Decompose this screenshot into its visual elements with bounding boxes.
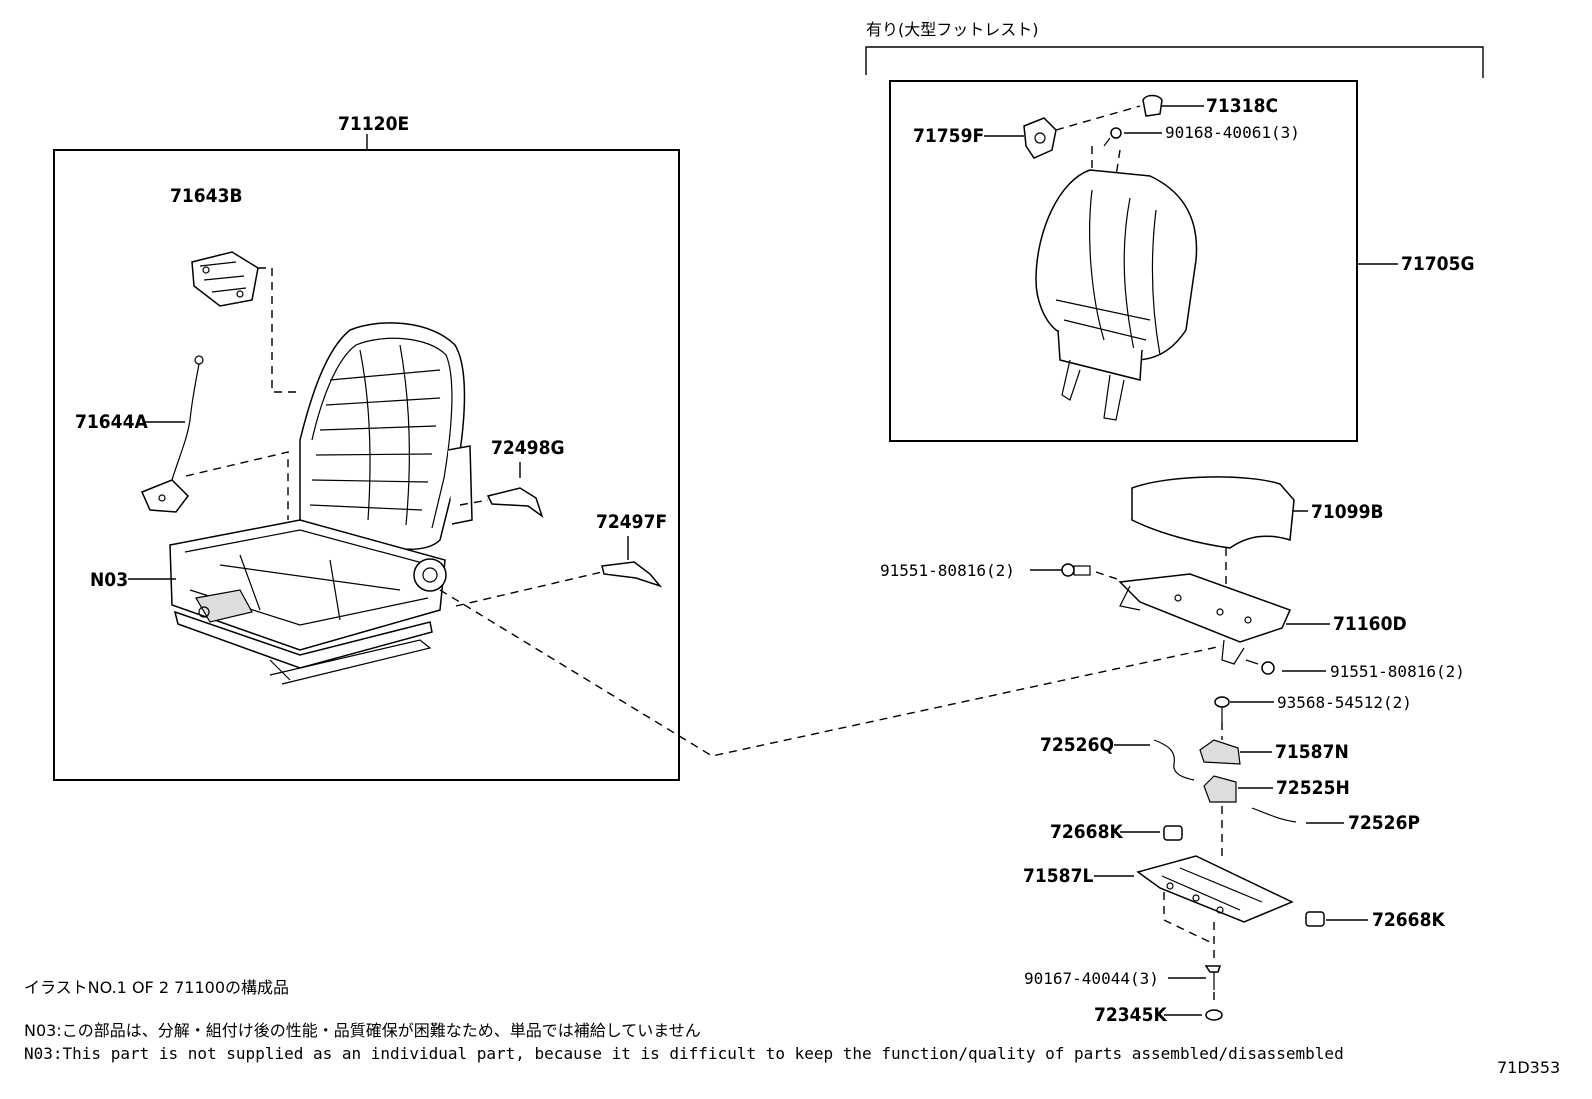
part-90167-screw	[1204, 965, 1222, 990]
part-91551-bolt-left	[1061, 563, 1091, 577]
option-bracket	[865, 46, 1484, 78]
dash-71644A	[185, 451, 289, 520]
label-71120E[interactable]: 71120E	[338, 113, 409, 135]
label-N03[interactable]: N03	[90, 569, 128, 591]
label-72526P[interactable]: 72526P	[1348, 812, 1420, 834]
part-72526Q-cable	[1153, 739, 1195, 781]
n03-note-japanese: N03:この部品は、分解・組付け後の性能・品質確保が困難なため、単品では補給して…	[24, 1021, 701, 1040]
part-71759F-actuator	[1023, 117, 1057, 159]
label-71643B[interactable]: 71643B	[170, 185, 243, 207]
diagram-code: 71D353	[1497, 1058, 1560, 1077]
label-93568-54512[interactable]: 93568-54512(2)	[1277, 693, 1412, 712]
part-72345K-cap	[1205, 1009, 1223, 1021]
dash-71643B	[258, 267, 300, 393]
dash-seat-to-footrest	[439, 589, 1223, 757]
part-72497F-cover	[601, 561, 663, 588]
part-71099B-cushion	[1131, 476, 1295, 549]
part-71644A-cable	[140, 355, 204, 513]
label-71318C[interactable]: 71318C	[1206, 95, 1278, 117]
part-71587L-bracket	[1136, 855, 1294, 923]
label-72525H[interactable]: 72525H	[1276, 777, 1350, 799]
part-72525H-base	[1203, 775, 1237, 803]
label-71644A[interactable]: 71644A	[75, 411, 148, 433]
seat-frame-drawing	[169, 322, 473, 685]
label-71587L[interactable]: 71587L	[1023, 865, 1093, 887]
part-90168-screw	[1103, 127, 1122, 147]
label-71759F[interactable]: 71759F	[913, 125, 984, 147]
illustration-note: イラストNO.1 OF 2 71100の構成品	[24, 978, 289, 997]
n03-note-english: N03:This part is not supplied as an indi…	[24, 1044, 1344, 1063]
part-71643B-bracket	[191, 251, 259, 307]
dash-71587L	[1163, 892, 1215, 960]
label-72526Q[interactable]: 72526Q	[1040, 734, 1114, 756]
label-72668K-right[interactable]: 72668K	[1372, 909, 1445, 931]
label-71160D[interactable]: 71160D	[1333, 613, 1407, 635]
label-91551-80816-left[interactable]: 91551-80816(2)	[880, 561, 1015, 580]
part-71705G-footrest	[1035, 169, 1198, 421]
part-71587N-switch	[1199, 739, 1241, 765]
dash-72497F	[455, 571, 603, 607]
part-72668K-left	[1163, 825, 1183, 841]
label-91551-80816-right[interactable]: 91551-80816(2)	[1330, 662, 1465, 681]
label-90167-40044[interactable]: 90167-40044(3)	[1024, 969, 1159, 988]
label-90168-40061[interactable]: 90168-40061(3)	[1165, 123, 1300, 142]
dash-91551-left	[1095, 571, 1121, 581]
label-71705G[interactable]: 71705G	[1401, 253, 1475, 275]
label-72497F[interactable]: 72497F	[596, 511, 667, 533]
label-72345K[interactable]: 72345K	[1094, 1004, 1167, 1026]
option-note: 有り(大型フットレスト)	[866, 20, 1039, 39]
footrest-option-box	[889, 80, 1358, 442]
part-72526P-cable	[1251, 807, 1297, 823]
label-72668K-left[interactable]: 72668K	[1050, 821, 1123, 843]
dash-72498G	[459, 499, 489, 506]
part-91551-bolt-right	[1245, 659, 1275, 675]
part-72668K-right	[1305, 911, 1325, 927]
part-71318C-cap	[1142, 94, 1163, 117]
label-71587N[interactable]: 71587N	[1275, 741, 1349, 763]
label-72498G[interactable]: 72498G	[491, 437, 565, 459]
label-71099B[interactable]: 71099B	[1311, 501, 1384, 523]
part-72498G-cover	[486, 487, 544, 518]
part-71160D-plate	[1118, 573, 1292, 665]
part-93568-screw	[1214, 696, 1230, 722]
